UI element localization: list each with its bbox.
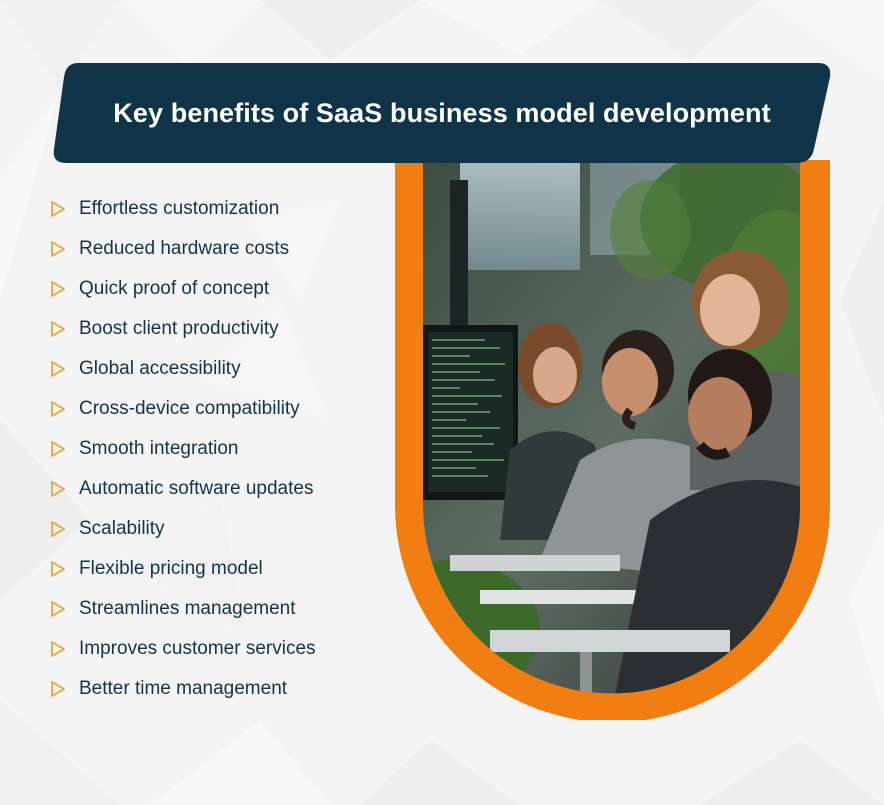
arrow-right-outline-icon xyxy=(51,561,65,577)
arrow-right-outline-icon xyxy=(51,641,65,657)
benefit-item: Effortless customization xyxy=(48,189,316,229)
arrow-right-outline-icon xyxy=(51,281,65,297)
benefit-item: Smooth integration xyxy=(48,429,316,469)
arrow-right-outline-icon xyxy=(51,681,65,697)
benefit-label: Automatic software updates xyxy=(79,478,314,499)
benefit-label: Global accessibility xyxy=(79,358,241,379)
benefits-list: Effortless customization Reduced hardwar… xyxy=(48,189,316,709)
benefit-label: Smooth integration xyxy=(79,438,239,459)
arrow-right-outline-icon xyxy=(51,481,65,497)
benefit-label: Scalability xyxy=(79,518,165,539)
benefit-item: Better time management xyxy=(48,669,316,709)
benefit-label: Flexible pricing model xyxy=(79,558,263,579)
arrow-right-outline-icon xyxy=(51,441,65,457)
benefit-label: Cross-device compatibility xyxy=(79,398,300,419)
arrow-right-outline-icon xyxy=(51,401,65,417)
benefit-item: Streamlines management xyxy=(48,589,316,629)
arrow-right-outline-icon xyxy=(51,601,65,617)
page-title: Key benefits of SaaS business model deve… xyxy=(113,97,771,128)
team-photo xyxy=(395,160,830,720)
arrow-right-outline-icon xyxy=(51,321,65,337)
arrow-right-outline-icon xyxy=(51,241,65,257)
benefit-item: Quick proof of concept xyxy=(48,269,316,309)
benefit-item: Cross-device compatibility xyxy=(48,389,316,429)
benefit-label: Streamlines management xyxy=(79,598,296,619)
benefit-item: Global accessibility xyxy=(48,349,316,389)
title-banner-shape xyxy=(53,63,831,163)
arrow-right-outline-icon xyxy=(51,361,65,377)
benefit-label: Effortless customization xyxy=(79,198,280,219)
title-banner: Key benefits of SaaS business model deve… xyxy=(52,63,832,163)
benefit-item: Boost client productivity xyxy=(48,309,316,349)
benefit-item: Scalability xyxy=(48,509,316,549)
benefit-label: Boost client productivity xyxy=(79,318,279,339)
benefit-label: Improves customer services xyxy=(79,638,316,659)
benefit-item: Automatic software updates xyxy=(48,469,316,509)
benefit-item: Improves customer services xyxy=(48,629,316,669)
benefit-label: Reduced hardware costs xyxy=(79,238,290,259)
benefit-label: Better time management xyxy=(79,678,288,699)
arrow-right-outline-icon xyxy=(51,201,65,217)
arrow-right-outline-icon xyxy=(51,521,65,537)
benefit-label: Quick proof of concept xyxy=(79,278,270,299)
benefit-item: Reduced hardware costs xyxy=(48,229,316,269)
benefit-item: Flexible pricing model xyxy=(48,549,316,589)
